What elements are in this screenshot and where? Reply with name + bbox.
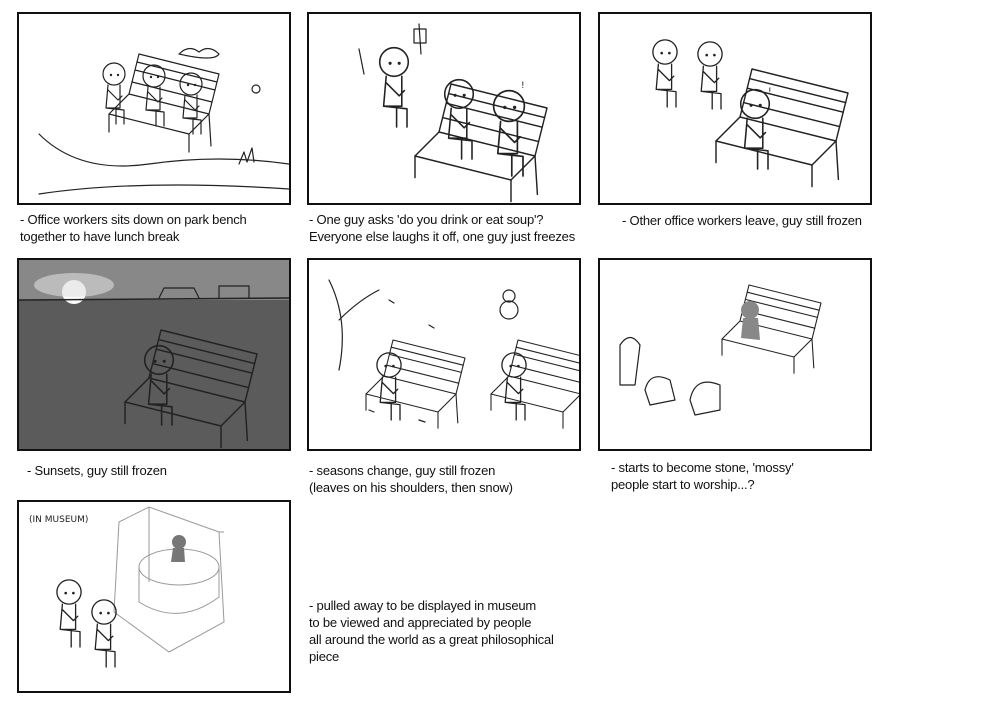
sketch-seasons-change: [328, 279, 579, 429]
caption-line: people start to worship...?: [611, 477, 755, 492]
storyboard-panel-7: (IN MUSEUM): [17, 500, 291, 693]
caption-panel-6: - starts to become stone, 'mossy' people…: [611, 459, 794, 493]
sketch-museum-display: (IN MUSEUM): [29, 506, 225, 668]
caption-line: - seasons change, guy still frozen: [309, 463, 496, 478]
storyboard-panel-5: [307, 258, 581, 451]
caption-line: - Office workers sits down on park bench: [20, 212, 247, 227]
sketch-sunset: [19, 260, 289, 449]
sketch-office-workers-on-bench: [38, 47, 289, 195]
storyboard-panel-2: !: [307, 12, 581, 205]
storyboard-panel-4: [17, 258, 291, 451]
svg-text:!: !: [768, 87, 772, 97]
storyboard-panel-1: [17, 12, 291, 205]
sketch-label-in-museum: (IN MUSEUM): [29, 515, 88, 525]
caption-line: all around the world as a great philosop…: [309, 632, 554, 647]
sketch-soup-question: !: [358, 23, 548, 203]
caption-line: to be viewed and appreciated by people: [309, 615, 532, 630]
caption-line: (leaves on his shoulders, then snow): [309, 480, 513, 495]
sketch-stone-worship: [619, 284, 822, 416]
caption-line: - Other office workers leave, guy still …: [622, 213, 862, 228]
caption-line: together to have lunch break: [20, 229, 180, 244]
caption-panel-5: - seasons change, guy still frozen (leav…: [309, 462, 513, 496]
caption-panel-2: - One guy asks 'do you drink or eat soup…: [309, 211, 575, 245]
svg-text:!: !: [521, 81, 525, 91]
caption-line: - pulled away to be displayed in museum: [309, 598, 537, 613]
storyboard-panel-6: [598, 258, 872, 451]
caption-line: piece: [309, 649, 340, 664]
storyboard-panel-3: !: [598, 12, 872, 205]
caption-panel-7: - pulled away to be displayed in museum …: [309, 597, 554, 665]
caption-line: - starts to become stone, 'mossy': [611, 460, 794, 475]
caption-line: - One guy asks 'do you drink or eat soup…: [309, 212, 544, 227]
caption-panel-4: - Sunsets, guy still frozen: [27, 462, 167, 479]
sketch-workers-leave: !: [652, 39, 849, 188]
caption-panel-3: - Other office workers leave, guy still …: [622, 212, 862, 229]
caption-line: Everyone else laughs it off, one guy jus…: [309, 229, 576, 244]
caption-line: - Sunsets, guy still frozen: [27, 463, 167, 478]
caption-panel-1: - Office workers sits down on park bench…: [20, 211, 247, 245]
